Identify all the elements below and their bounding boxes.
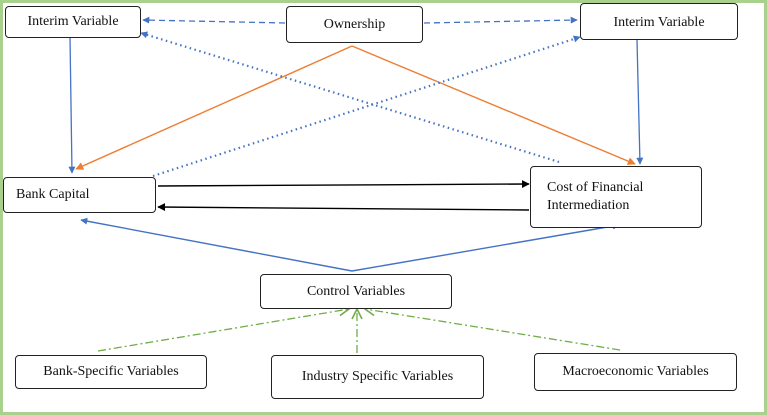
edge-ownership-to-interim-left bbox=[142, 16, 286, 24]
node-bank-capital: Bank Capital bbox=[3, 177, 156, 213]
node-industry-specific-variables: Industry Specific Variables bbox=[271, 355, 484, 399]
node-interim-variable-left: Interim Variable bbox=[5, 6, 141, 38]
node-label-line-2: Intermediation bbox=[547, 198, 630, 213]
node-control-variables: Control Variables bbox=[260, 274, 452, 309]
edge-interim-left-to-bank-capital bbox=[68, 36, 76, 174]
edge-bank-specific-to-control bbox=[97, 309, 349, 352]
edge-control-to-cost bbox=[351, 222, 620, 272]
node-label: Industry Specific Variables bbox=[301, 369, 454, 384]
edge-ownership-to-bank-capital bbox=[75, 45, 353, 170]
node-label: Control Variables bbox=[306, 283, 406, 299]
node-label: Bank Capital bbox=[16, 187, 90, 202]
node-label: Macroeconomic Variables bbox=[562, 364, 709, 379]
node-label: Interim Variable bbox=[613, 15, 705, 30]
node-macroeconomic-variables: Macroeconomic Variables bbox=[534, 353, 737, 391]
diagram-edges bbox=[68, 16, 644, 353]
edge-ownership-to-interim-right bbox=[423, 16, 578, 24]
node-interim-variable-right: Interim Variable bbox=[580, 3, 738, 40]
edge-macroeconomic-to-control bbox=[365, 309, 621, 351]
node-ownership: Ownership bbox=[286, 6, 423, 43]
node-label: Bank-Specific Variables bbox=[43, 364, 179, 379]
node-bank-specific-variables: Bank-Specific Variables bbox=[15, 355, 207, 389]
node-label-line-1: Cost of Financial bbox=[547, 180, 644, 195]
node-label: Interim Variable bbox=[27, 14, 119, 29]
node-label: Ownership bbox=[323, 16, 386, 32]
node-cost-of-financial-intermediation: Cost of Financial Intermediation bbox=[530, 166, 702, 228]
edge-control-to-bank-capital bbox=[80, 217, 353, 272]
edge-interim-right-to-cost bbox=[636, 39, 644, 165]
edge-ownership-to-cost bbox=[351, 45, 636, 165]
edge-bank-capital-to-cost bbox=[157, 180, 530, 189]
edge-cost-to-bank-capital bbox=[157, 203, 530, 212]
edge-cost-to-interim-left bbox=[140, 31, 560, 164]
